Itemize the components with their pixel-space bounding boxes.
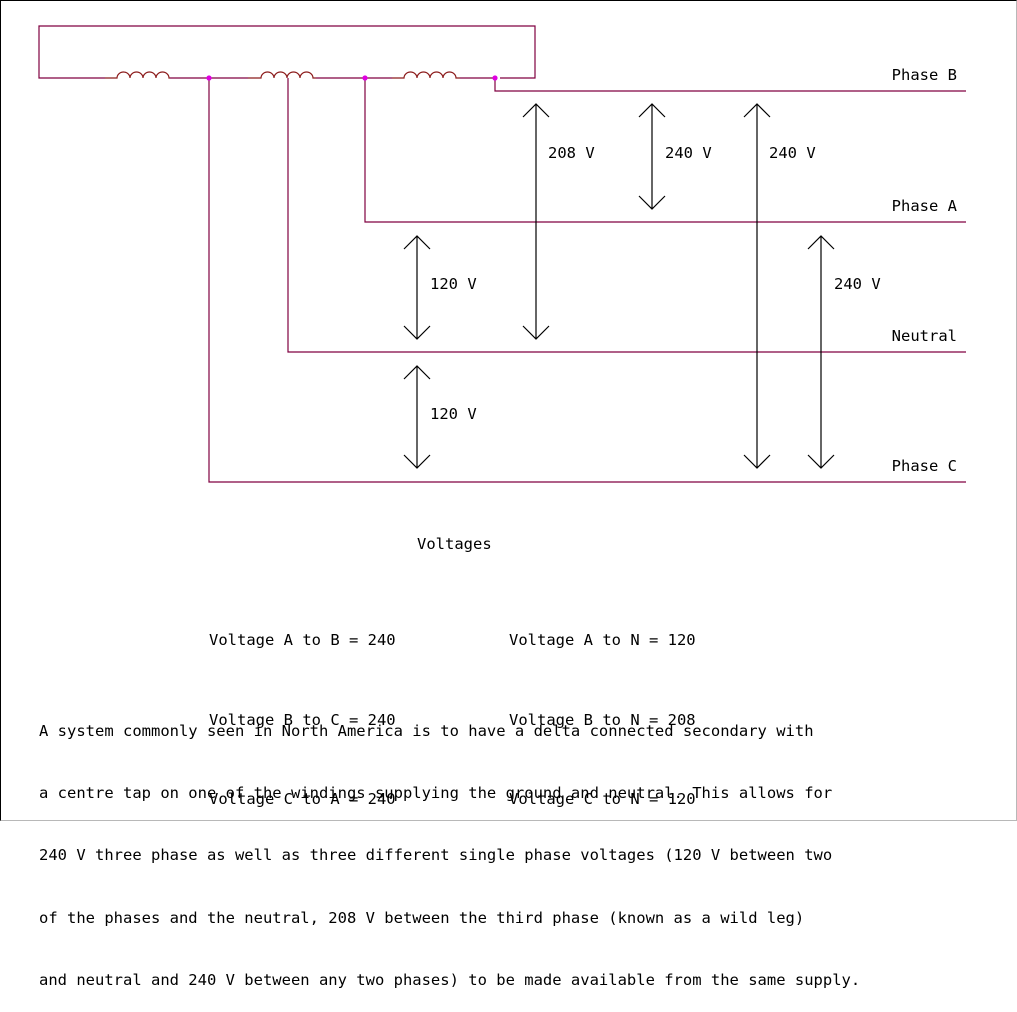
description-paragraph: A system commonly seen in North America … bbox=[39, 679, 860, 1012]
voltages-heading: Voltages bbox=[417, 535, 492, 553]
description-line: and neutral and 240 V between any two ph… bbox=[39, 971, 861, 990]
junction-dot bbox=[362, 75, 368, 81]
phase-c-label: Phase C bbox=[892, 457, 957, 475]
phase-b-label: Phase B bbox=[892, 66, 957, 84]
voltage-row: Voltage B to N = 208 bbox=[509, 710, 696, 729]
winding-frame-outline bbox=[38, 25, 536, 79]
phase-a-conductor bbox=[364, 78, 966, 223]
junction-dot bbox=[206, 75, 212, 81]
conductors bbox=[208, 78, 966, 483]
phase-a-label: Phase A bbox=[892, 197, 958, 215]
neutral-label: Neutral bbox=[892, 327, 957, 345]
junction-dot bbox=[492, 75, 498, 81]
double-arrow-icon bbox=[807, 235, 835, 469]
coil-icon bbox=[105, 71, 170, 79]
voltage-arrows bbox=[403, 103, 835, 469]
voltage-label-240-bc: 240 V bbox=[769, 144, 816, 162]
description-line: of the phases and the neutral, 208 V bet… bbox=[39, 908, 805, 927]
neutral-conductor bbox=[287, 78, 966, 353]
double-arrow-icon bbox=[403, 235, 431, 340]
coils bbox=[105, 71, 460, 79]
delta-transformer-diagram: Phase B Phase A Neutral Phase C 208 V 24… bbox=[38, 25, 966, 483]
voltage-row: Voltage C to N = 120 bbox=[509, 790, 696, 808]
description-line: a centre tap on one of the windings supp… bbox=[39, 783, 833, 802]
coil-icon bbox=[248, 71, 316, 79]
double-arrow-icon bbox=[403, 365, 431, 469]
double-arrow-icon bbox=[638, 103, 666, 210]
voltage-row: Voltage A to B = 240 bbox=[209, 631, 396, 649]
phase-b-conductor bbox=[494, 78, 966, 92]
coil-icon bbox=[392, 71, 460, 79]
phase-c-conductor bbox=[208, 78, 966, 483]
voltage-label-120-an: 120 V bbox=[430, 275, 477, 293]
voltage-row: Voltage C to A = 240 bbox=[209, 790, 396, 808]
voltage-row: Voltage B to C = 240 bbox=[209, 710, 396, 729]
voltage-row: Voltage A to N = 120 bbox=[509, 631, 696, 649]
voltage-table-right: Voltage A to N = 120 Voltage B to N = 20… bbox=[509, 574, 696, 839]
double-arrow-icon bbox=[522, 103, 550, 340]
description-line: 240 V three phase as well as three diffe… bbox=[39, 846, 833, 865]
voltage-label-120-nc: 120 V bbox=[430, 405, 477, 423]
voltage-label-240-ab: 240 V bbox=[665, 144, 712, 162]
voltage-label-240-ac: 240 V bbox=[834, 275, 881, 293]
description-line: A system commonly seen in North America … bbox=[39, 721, 814, 740]
junctions bbox=[206, 75, 498, 81]
delta-winding-frame bbox=[38, 25, 536, 79]
double-arrow-icon bbox=[743, 103, 771, 469]
voltage-table-left: Voltage A to B = 240 Voltage B to C = 24… bbox=[209, 574, 396, 839]
voltage-label-208: 208 V bbox=[548, 144, 595, 162]
